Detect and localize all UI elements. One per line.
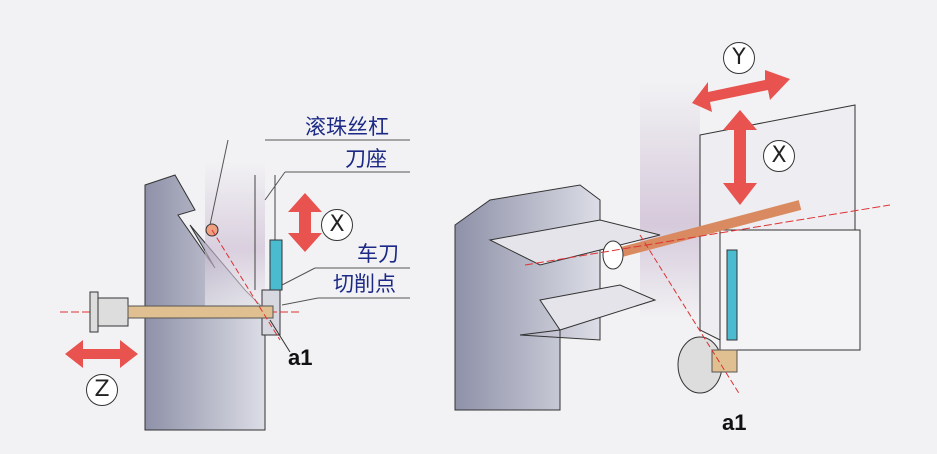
x-axis-arrow-right <box>723 110 757 205</box>
axis-label-y-right: Y <box>723 42 755 74</box>
z-axis-arrow-left <box>65 340 138 368</box>
right-machine <box>454 80 891 411</box>
axis-label-x-right: X <box>763 140 795 172</box>
left-headstock <box>60 139 410 431</box>
label-ball-screw: 滚珠丝杠 <box>305 115 389 139</box>
y-axis-arrow-right <box>692 70 790 112</box>
dimension-a1-left: a1 <box>288 345 313 370</box>
axis-label-x-left: X <box>321 209 353 241</box>
label-cutting-point: 切削点 <box>333 272 396 296</box>
label-turning-tool: 车刀 <box>357 242 399 266</box>
x-axis-arrow-left <box>288 193 322 252</box>
axis-label-z-left: Z <box>86 374 118 406</box>
dimension-a1-right: a1 <box>722 410 747 435</box>
label-tool-holder: 刀座 <box>345 147 387 171</box>
